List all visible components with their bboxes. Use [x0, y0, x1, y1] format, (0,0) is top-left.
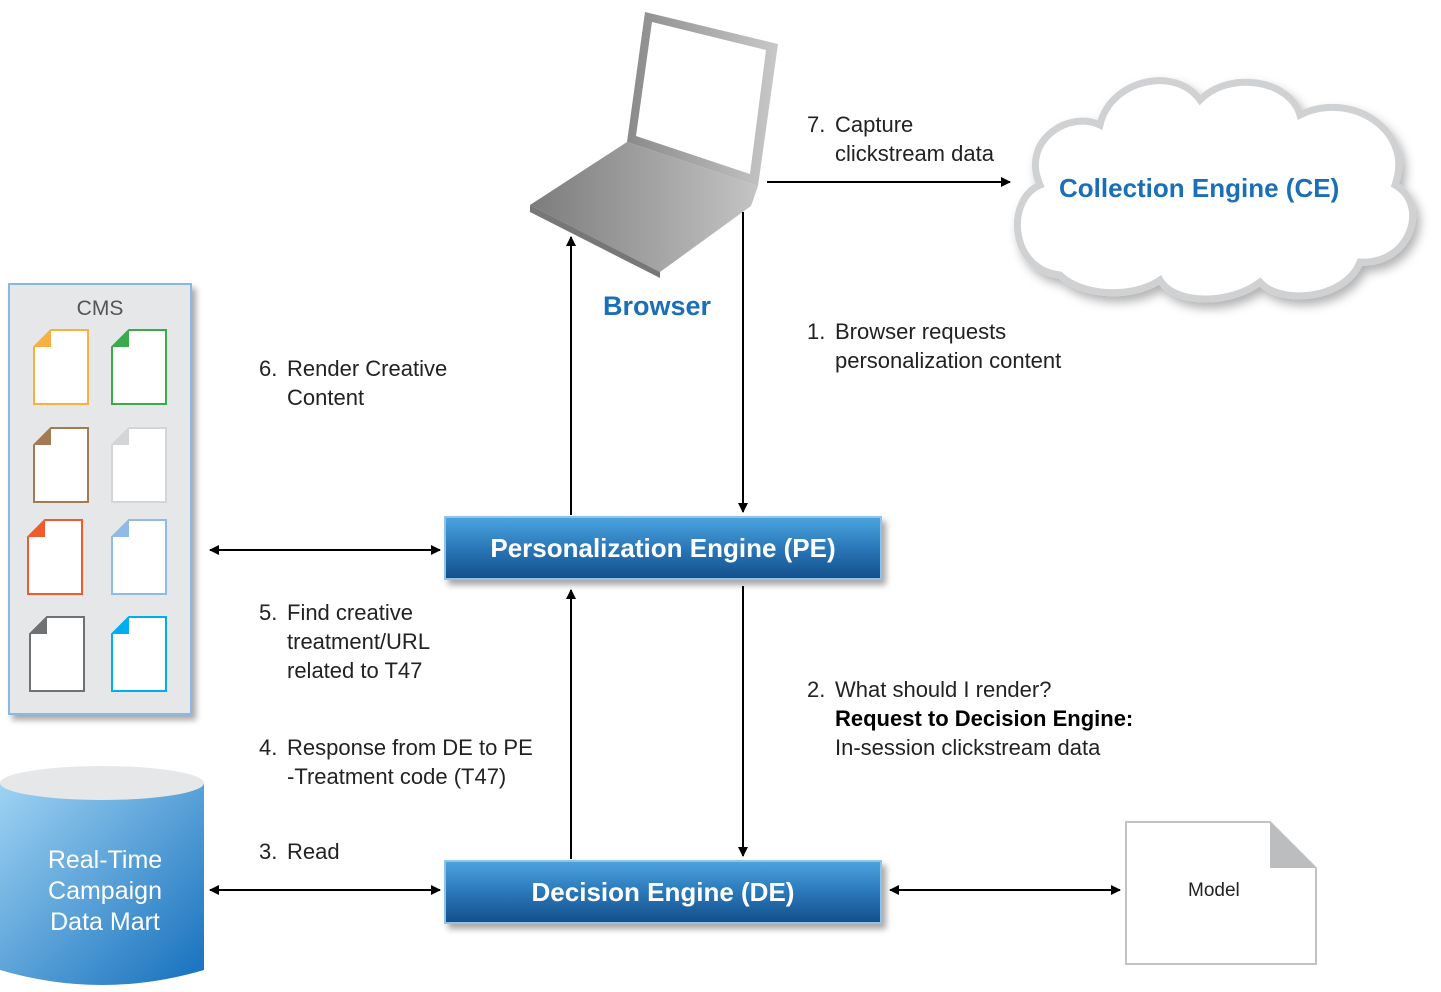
- cms-panel: CMS: [8, 283, 192, 715]
- step-2-label: 2.What should I render? Request to Decis…: [807, 677, 1134, 760]
- decision-engine-label: Decision Engine (DE): [531, 876, 795, 907]
- laptop-icon: [530, 12, 778, 278]
- document-icon: [27, 519, 83, 595]
- step-5-label: 5.Find creative treatment/URL related to…: [259, 600, 431, 683]
- step-6-label: 6.Render Creative Content: [259, 356, 448, 410]
- document-icon: [111, 519, 167, 595]
- step-7-label: 7.Capture clickstream data: [807, 112, 994, 166]
- document-icon: [111, 427, 167, 503]
- browser-label: Browser: [603, 291, 712, 321]
- data-mart-label: Real-Time Campaign Data Mart: [0, 845, 210, 938]
- data-mart-line: Campaign: [48, 877, 162, 905]
- document-icon: [33, 427, 89, 503]
- cloud-shape: [1014, 77, 1416, 303]
- step-3-label: 3.Read: [259, 839, 340, 864]
- document-icon: [29, 616, 85, 692]
- document-icon: [111, 329, 167, 405]
- step-1-label: 1.Browser requests personalization conte…: [807, 319, 1062, 373]
- database-cylinder: [0, 766, 204, 985]
- decision-engine-box: Decision Engine (DE): [444, 860, 882, 924]
- document-icon: [33, 329, 89, 405]
- step-4-label: 4.Response from DE to PE -Treatment code…: [259, 735, 533, 789]
- data-mart-line: Real-Time: [47, 846, 163, 874]
- model-label: Model: [1188, 880, 1240, 901]
- model-document: [1125, 821, 1317, 965]
- personalization-engine-label: Personalization Engine (PE): [490, 532, 836, 563]
- collection-engine-label: Collection Engine (CE): [1059, 173, 1340, 203]
- document-icon: [111, 616, 167, 692]
- data-mart-line: Data Mart: [50, 908, 160, 936]
- cms-title: CMS: [76, 297, 124, 320]
- personalization-engine-box: Personalization Engine (PE): [444, 516, 882, 580]
